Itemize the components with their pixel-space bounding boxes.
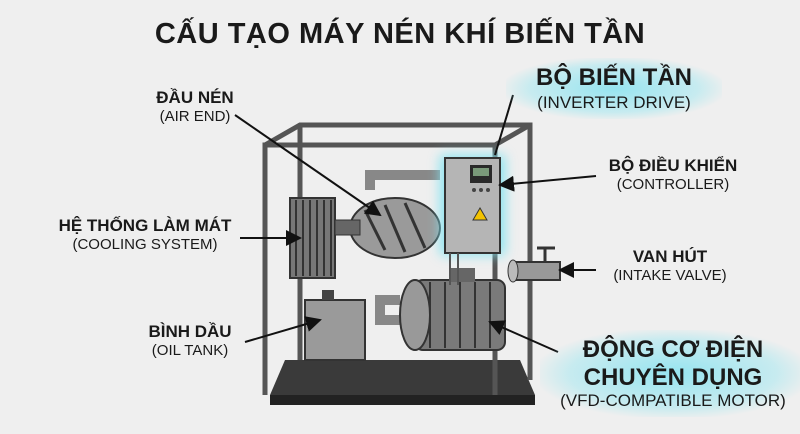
label-inverter: BỘ BIẾN TẦN (INVERTER DRIVE) [506, 58, 722, 120]
label-motor: ĐỘNG CƠ ĐIỆN CHUYÊN DỤNG (VFD-COMPATIBLE… [540, 330, 800, 417]
inverter-cabinet [444, 157, 501, 285]
base-skid [270, 360, 535, 405]
warning-icon [472, 207, 488, 221]
oil-tank [304, 290, 366, 361]
leader-controller [498, 175, 597, 192]
intake-vi: VAN HÚT [632, 247, 708, 266]
inverter-vi: BỘ BIẾN TẦN [536, 64, 692, 91]
cooling-vi: HỆ THỐNG LÀM MÁT [58, 216, 232, 235]
inverter-en: (INVERTER DRIVE) [537, 92, 691, 112]
label-controller: BỘ ĐIỀU KHIỂN (CONTROLLER) [598, 156, 748, 194]
diagram-title: CẤU TẠO MÁY NÉN KHÍ BIẾN TẦN [154, 18, 646, 50]
controller-en: (CONTROLLER) [616, 176, 730, 194]
leader-oil [244, 316, 322, 343]
intake-valve [507, 246, 561, 283]
label-intake: VAN HÚT (INTAKE VALVE) [600, 247, 740, 285]
motor [399, 268, 506, 351]
air-end-vi: ĐẦU NÉN [156, 88, 234, 107]
oil-tank-en: (OIL TANK) [151, 342, 229, 360]
oil-tank-vi: BÌNH DẦU [148, 322, 232, 341]
air-end [334, 197, 441, 259]
label-oil-tank: BÌNH DẦU (OIL TANK) [140, 322, 240, 360]
motor-vi-1: ĐỘNG CƠ ĐIỆN [582, 336, 764, 363]
label-air-end: ĐẦU NÉN (AIR END) [145, 88, 245, 126]
air-end-en: (AIR END) [159, 108, 231, 126]
label-cooling: HỆ THỐNG LÀM MÁT (COOLING SYSTEM) [50, 216, 240, 254]
motor-en: (VFD-COMPATIBLE MOTOR) [560, 391, 786, 411]
intake-en: (INTAKE VALVE) [613, 267, 727, 285]
controller-vi: BỘ ĐIỀU KHIỂN [608, 156, 738, 175]
motor-vi-2: CHUYÊN DỤNG [583, 363, 763, 391]
cooling-en: (COOLING SYSTEM) [72, 236, 218, 254]
leader-air-end [234, 114, 382, 217]
